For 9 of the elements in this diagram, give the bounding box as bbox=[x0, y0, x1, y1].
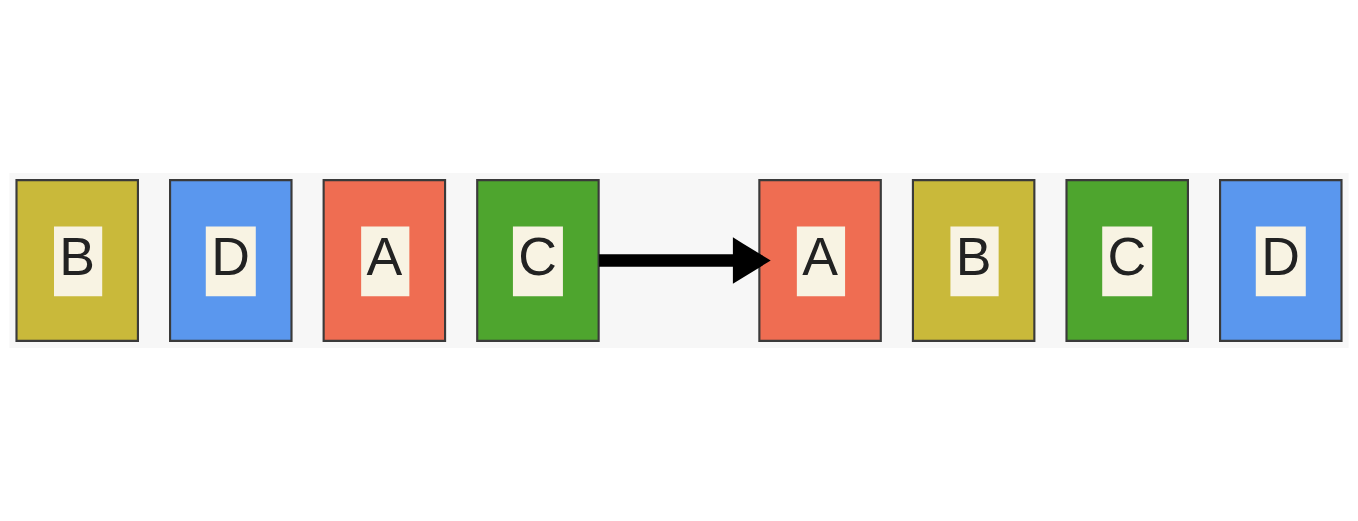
node-box: A bbox=[758, 179, 882, 342]
node-box: D bbox=[169, 179, 293, 342]
node-box: C bbox=[476, 179, 600, 342]
node-box: D bbox=[1219, 179, 1343, 342]
node-box: A bbox=[322, 179, 447, 342]
node-box: C bbox=[1065, 179, 1189, 342]
node-box: B bbox=[911, 179, 1036, 342]
node-box: B bbox=[15, 179, 139, 342]
arrow bbox=[599, 237, 771, 284]
